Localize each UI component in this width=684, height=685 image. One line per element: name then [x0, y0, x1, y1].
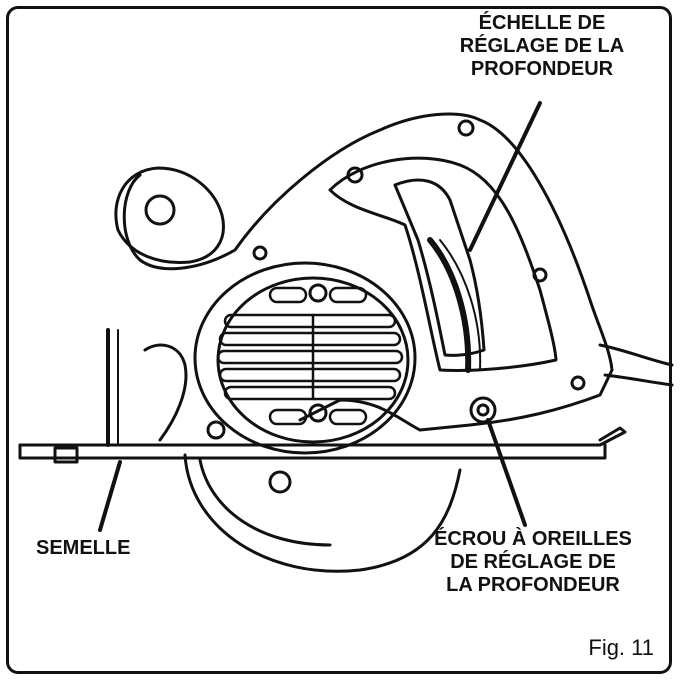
depth-scale-label: ÉCHELLE DE RÉGLAGE DE LA PROFONDEUR — [459, 12, 625, 80]
leader-wing-nut — [486, 418, 527, 527]
handle-outline — [328, 156, 558, 373]
wing-nut-center — [476, 403, 490, 417]
screw — [268, 470, 292, 494]
wing-nut — [469, 396, 497, 424]
screw — [206, 420, 226, 440]
screw — [346, 166, 364, 184]
shoe-plate-bottom — [18, 443, 607, 460]
bevel-lever — [143, 343, 188, 442]
blade-guard — [183, 453, 462, 573]
motor-housing — [193, 261, 417, 455]
screw — [570, 375, 586, 391]
depth-scale — [427, 237, 472, 373]
screw — [308, 283, 328, 303]
figure-caption: Fig. 11 — [588, 635, 654, 660]
power-cord — [603, 373, 674, 387]
depth-wing-nut-label: ÉCROU À OREILLES DE RÉGLAGE DE LA PROFON… — [434, 528, 632, 596]
depth-scale-inner — [439, 239, 482, 371]
power-cord — [598, 343, 674, 367]
screw — [532, 267, 548, 283]
screw — [308, 403, 328, 423]
screw — [252, 245, 268, 261]
vent-slots — [216, 286, 404, 426]
shoe-label: SEMELLE — [36, 537, 131, 559]
shoe-plate — [18, 426, 627, 447]
leader-shoe — [98, 460, 122, 532]
knob-hole — [144, 194, 176, 226]
leader-depth-scale — [468, 101, 542, 252]
saw-body-outline — [122, 112, 614, 432]
handle-grip — [393, 178, 486, 357]
front-knob — [114, 166, 225, 265]
screw — [457, 119, 475, 137]
blade-guard-inner — [198, 458, 332, 547]
shoe-notch — [53, 446, 79, 464]
